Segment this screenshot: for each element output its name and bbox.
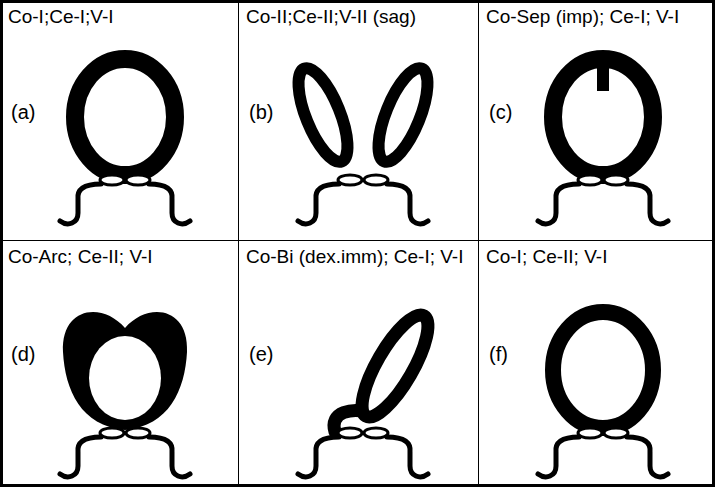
figure-panel: Co-I;Ce-I;V-I (a): [0, 0, 239, 241]
panel-heading: Co-II;Ce-II;V-II (sag): [246, 6, 472, 28]
figure-c: [538, 55, 668, 224]
figure-a: [60, 59, 190, 224]
panel-letter: (c): [489, 101, 512, 123]
figure-panel: Co-II;Ce-II;V-II (sag) (b): [238, 0, 479, 241]
panel-heading: Co-I; Ce-II; V-I: [486, 246, 708, 268]
figure-panel: Co-Arc; Ce-II; V-I (d): [0, 240, 239, 487]
panel-heading: Co-Arc; Ce-II; V-I: [8, 246, 232, 268]
figure-d: [60, 312, 190, 477]
panel-letter: (d): [11, 343, 35, 365]
figure-b: [289, 62, 438, 224]
panel-letter: (e): [249, 343, 273, 365]
figure-e: [298, 307, 440, 477]
figure-panel: Co-Sep (imp); Ce-I; V-I (c): [478, 0, 715, 241]
panel-heading: Co-I;Ce-I;V-I: [8, 6, 232, 28]
panel-heading: Co-Sep (imp); Ce-I; V-I: [486, 6, 708, 28]
panel-letter: (a): [11, 101, 35, 123]
panel-letter: (f): [489, 343, 508, 365]
figure-panel: Co-Bi (dex.imm); Ce-I; V-I (e): [238, 240, 479, 487]
figure-f: [538, 312, 668, 477]
figure-panel: Co-I; Ce-II; V-I (f): [478, 240, 715, 487]
panel-letter: (b): [249, 101, 273, 123]
panel-heading: Co-Bi (dex.imm); Ce-I; V-I: [246, 246, 472, 268]
